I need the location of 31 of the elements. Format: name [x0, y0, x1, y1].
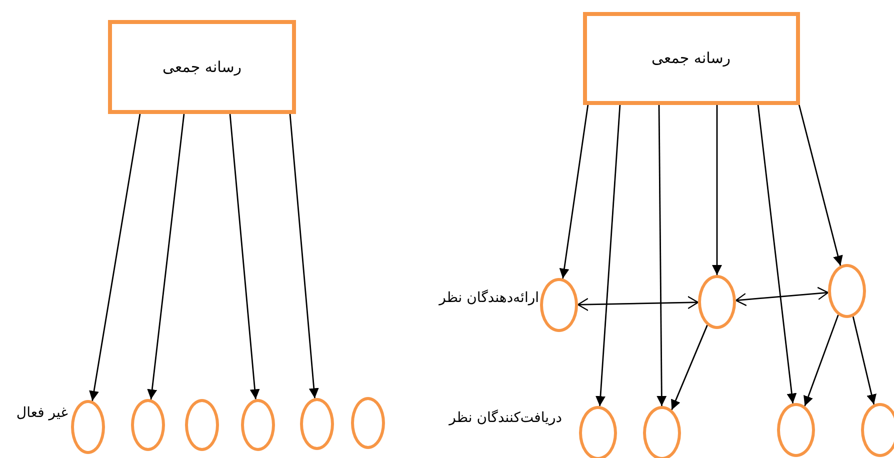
person-circle: [698, 275, 736, 329]
arrow: [735, 286, 829, 306]
arrow: [559, 104, 589, 279]
person-circle: [185, 399, 219, 451]
person-circle: [241, 399, 275, 451]
person-circle: [300, 398, 334, 450]
arrow: [671, 324, 708, 410]
person-circle: [131, 399, 165, 451]
person-circle: [71, 400, 105, 454]
person-circle: [540, 278, 578, 332]
arrow: [712, 104, 722, 275]
arrow: [577, 296, 699, 312]
arrow: [289, 114, 319, 398]
arrow: [804, 314, 839, 406]
person-circle: [351, 397, 385, 449]
arrow: [757, 104, 797, 404]
group-label: دریافت‌کنندگان نظر: [449, 410, 562, 426]
person-circle: [828, 264, 866, 318]
arrow: [89, 114, 141, 402]
person-circle: [643, 406, 681, 458]
arrow: [229, 114, 260, 400]
media-box: رسانه جمعی: [582, 12, 800, 104]
media-box: رسانه جمعی: [108, 20, 296, 114]
person-circle: [861, 403, 894, 457]
arrow: [852, 316, 876, 405]
person-circle: [579, 406, 617, 458]
arrow: [798, 104, 843, 266]
arrow: [147, 114, 185, 400]
arrow: [595, 104, 621, 406]
person-circle: [777, 403, 815, 457]
arrow: [656, 104, 667, 406]
